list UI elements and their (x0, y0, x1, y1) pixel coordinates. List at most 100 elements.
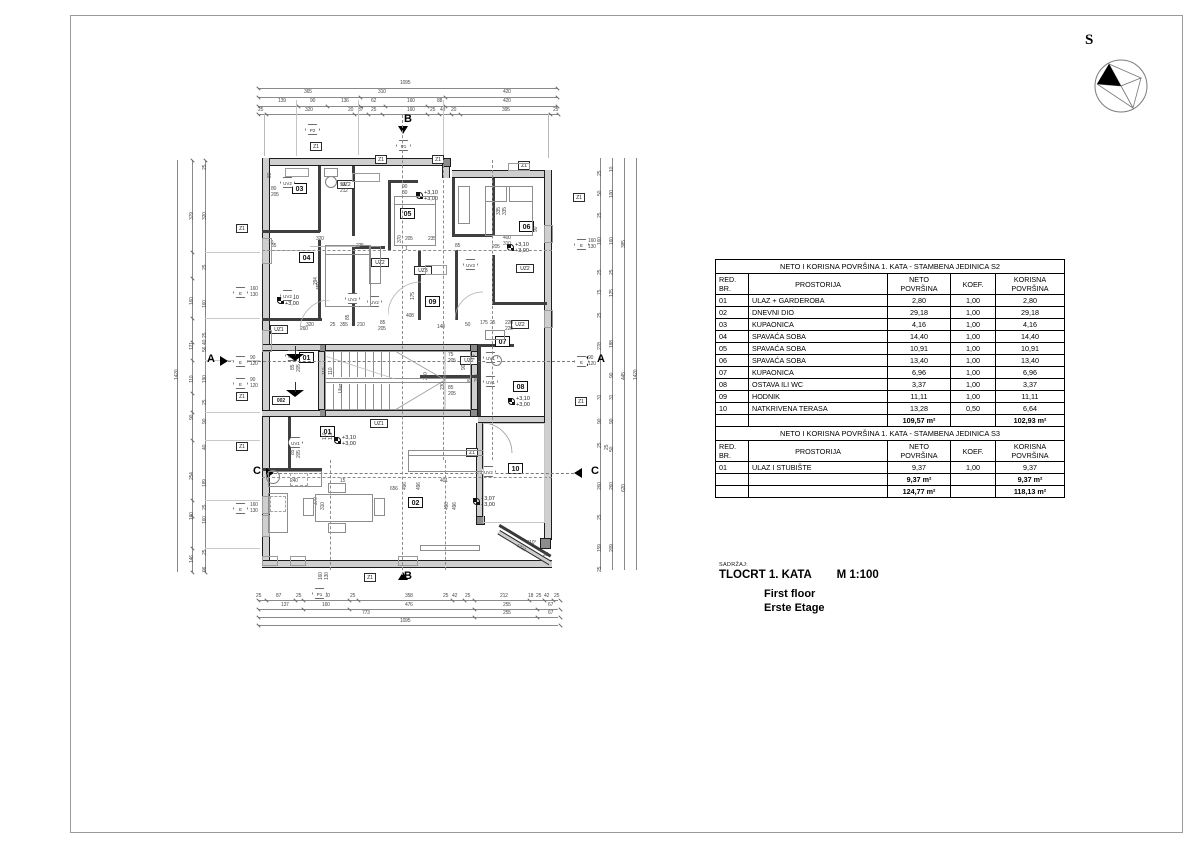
tag-z1: Z1 (432, 155, 444, 164)
room-number-04: 04 (299, 252, 314, 263)
drawing-title-en: First floor (764, 588, 816, 600)
banner-s2: NETO I KORISNA POVRŠINA 1. KATA - STAMBE… (715, 259, 1065, 274)
section-arrow-B-top (398, 126, 408, 134)
section-arrow-A-left (220, 356, 228, 366)
hdr-useful-l2: POVRŠINA (1011, 284, 1049, 293)
tag-z1: Z1 (236, 392, 248, 401)
hdr-no-l1: RED. (719, 275, 737, 284)
tag-z1: Z1 (466, 448, 478, 457)
table-total-s3: 9,37 m² 9,37 m² (715, 473, 1065, 486)
section-marker-C-right: C (591, 465, 599, 477)
tag-p1: P1 (396, 140, 411, 151)
hdr-net-l1: NETO (909, 442, 929, 451)
area-schedule-table: NETO I KORISNA POVRŠINA 1. KATA - STAMBE… (715, 259, 1065, 498)
interior-wall (262, 318, 322, 321)
hdr-koef: KOEF. (950, 273, 996, 295)
section-arrow-C-right (574, 468, 582, 478)
room-number-08: 08 (513, 381, 528, 392)
tag-z1: Z1 (375, 155, 387, 164)
hdr-useful-l1: KORISNA (1013, 275, 1047, 284)
tag-uz2: UZ2 (337, 180, 355, 189)
exterior-wall (262, 348, 270, 398)
interior-wall (418, 250, 421, 320)
drawing-scale: M 1:100 (836, 569, 879, 581)
table-banner-s2: NETO I KORISNA POVRŠINA 1. KATA - STAMBE… (715, 259, 1065, 274)
grand-total-useful: 118,13 m² (995, 485, 1065, 498)
table-header-s2: RED. BR. PROSTORIJA NETO POVRŠINA KOEF. … (715, 273, 1065, 295)
interior-wall (262, 230, 320, 233)
interior-wall (478, 392, 481, 422)
hdr-no-l2: BR. (719, 451, 731, 460)
interior-wall (478, 344, 481, 392)
interior-wall (388, 180, 391, 250)
section-arrow-B-bottom (398, 572, 408, 580)
tag-p2: P2 (305, 124, 320, 135)
room-number-05: 05 (400, 208, 415, 219)
drawing-title: TLOCRT 1. KATA (719, 569, 812, 581)
room-number-07: 07 (495, 336, 510, 347)
hdr-net-l1: NETO (909, 275, 929, 284)
stairwell (325, 351, 471, 410)
tag-p1: P1 (312, 588, 327, 599)
exterior-wall (544, 375, 552, 540)
room-number-02: 02 (408, 497, 423, 508)
dimension-line (258, 97, 558, 98)
total-net-s3: 9,37 m² (887, 473, 951, 486)
banner-s3: NETO I KORISNA POVRŠINA 1. KATA - STAMBE… (715, 426, 1065, 441)
exterior-wall (544, 170, 552, 230)
tag-e: E (233, 378, 248, 389)
section-marker-B-top: B (404, 113, 412, 125)
tag-002: 002 (272, 396, 290, 405)
drawing-title-de: Erste Etage (764, 602, 825, 614)
exterior-wall (544, 315, 552, 375)
interior-wall (352, 246, 355, 326)
tag-e: E (233, 287, 248, 298)
tag-uz2: UZ2 (511, 320, 529, 329)
compass-rose-icon (1093, 58, 1149, 114)
exterior-wall (262, 560, 552, 568)
total-net-s2: 109,57 m² (887, 414, 951, 427)
exterior-wall (262, 398, 270, 468)
interior-wall (455, 250, 458, 320)
floor-plan-drawing: 1095 365 310 420 139 90 136 62 160 88 42… (0, 0, 700, 700)
tag-uz1: UZ1 (370, 419, 388, 428)
exterior-wall (452, 170, 552, 178)
exterior-wall (262, 158, 270, 258)
drawing-title-row: TLOCRT 1. KATA M 1:100 (719, 569, 879, 581)
exterior-wall (544, 230, 552, 315)
tag-uz2: UZ2 (460, 356, 478, 365)
hdr-useful-l1: KORISNA (1013, 442, 1047, 451)
tag-uv3: UV3 (463, 259, 478, 270)
room-number-03: 03 (292, 183, 307, 194)
tag-uz1: UZ1 (270, 325, 288, 334)
room-number-01b: 01 (320, 426, 335, 437)
interior-wall (452, 234, 492, 237)
tag-uv2: UV2 (280, 177, 295, 188)
stair-core-wall (318, 344, 325, 417)
total-useful-s2: 102,93 m² (995, 414, 1065, 427)
stair-core-wall (471, 344, 478, 417)
hdr-koef: KOEF. (950, 440, 996, 462)
section-marker-A-right: A (597, 353, 605, 365)
tag-e: E (233, 503, 248, 514)
tag-uv1: UV1 (483, 376, 498, 387)
tag-z1: Z1 (236, 442, 248, 451)
tag-e: E (574, 239, 589, 250)
tag-uz3: UZ3 (414, 266, 432, 275)
tag-z1: Z1 (364, 573, 376, 582)
exterior-wall (262, 258, 270, 348)
stair-core-wall (318, 344, 478, 351)
hdr-room: PROSTORIJA (748, 273, 888, 295)
tag-z1: Z1 (236, 224, 248, 233)
interior-wall (318, 240, 321, 320)
